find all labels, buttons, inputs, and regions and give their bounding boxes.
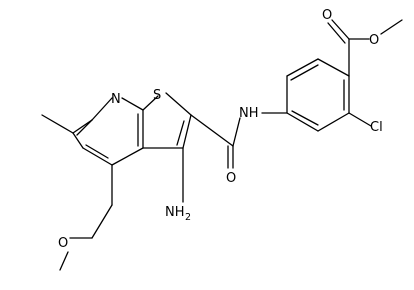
bond — [85, 144, 109, 159]
atom-amide-nh: NH — [239, 106, 259, 121]
bond — [317, 112, 350, 132]
bond — [142, 95, 159, 111]
thiophene-ring — [142, 92, 192, 149]
bond — [327, 22, 346, 44]
bond — [72, 119, 93, 134]
atom-ester-carbonyl-oxygen: O — [322, 8, 332, 23]
atom-amino-subscript: 2 — [185, 212, 191, 223]
bond — [59, 251, 69, 271]
pyridine-ring — [72, 97, 144, 166]
atom-sulfur: S — [153, 88, 161, 103]
atom-nitrogen-ring: N — [111, 92, 121, 107]
bond — [290, 64, 319, 81]
bond — [286, 58, 319, 77]
bond — [111, 147, 144, 166]
bond — [121, 97, 144, 111]
bond — [182, 114, 192, 149]
benzene-ring — [286, 58, 350, 132]
bond — [380, 19, 403, 35]
bond — [331, 19, 350, 40]
bond — [165, 92, 192, 116]
bond — [176, 120, 185, 146]
bond — [82, 147, 113, 166]
bond — [91, 97, 113, 121]
bond — [232, 117, 241, 147]
bond — [72, 132, 84, 149]
methyl-bond — [41, 114, 74, 134]
bond — [348, 112, 372, 127]
atom-ether-oxygen: O — [58, 236, 68, 251]
bond — [317, 58, 350, 77]
atom-amide-oxygen: O — [226, 171, 236, 186]
atom-amino-nitrogen: NH — [165, 205, 185, 220]
atom-chlorine: Cl — [370, 120, 383, 135]
bond — [190, 114, 234, 147]
bond — [291, 110, 319, 126]
atom-ester-oxygen: O — [369, 33, 379, 48]
bond — [91, 204, 113, 239]
bond — [286, 112, 319, 132]
bond — [76, 119, 93, 136]
